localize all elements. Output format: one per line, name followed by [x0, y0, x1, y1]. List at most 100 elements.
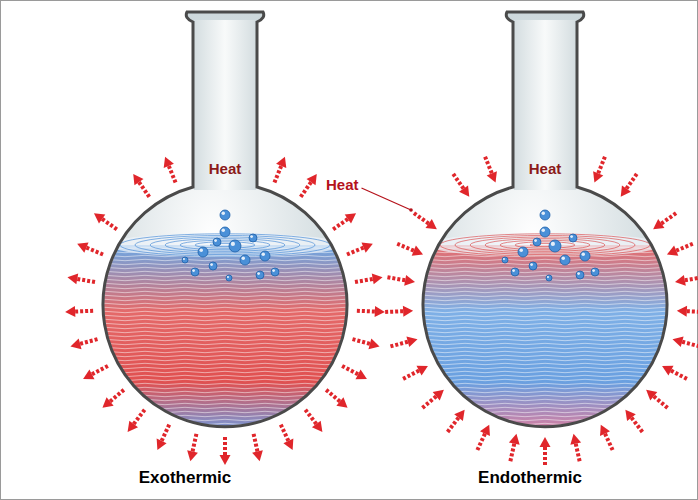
arrow-head	[454, 410, 464, 421]
bubble	[540, 210, 550, 220]
arrow-head	[673, 336, 684, 347]
arrow-shaft	[605, 434, 613, 450]
heat-arrow	[281, 425, 294, 450]
arrow-head	[102, 397, 113, 408]
heat-arrow	[485, 157, 497, 183]
arrow-shaft	[661, 213, 676, 223]
arrow-shaft	[193, 434, 197, 452]
arrow-shaft	[223, 437, 227, 455]
heat-arrow	[422, 390, 443, 408]
arrow-head	[312, 421, 322, 432]
arrow-head	[593, 171, 603, 182]
heat-arrow	[570, 434, 581, 461]
flask: HeatEndothermic	[415, 10, 675, 492]
arrow-head	[406, 336, 417, 347]
heat-arrow	[305, 410, 322, 432]
arrow-shaft	[326, 390, 340, 402]
heat-arrow	[128, 410, 145, 432]
bubble	[220, 227, 230, 237]
heat-arrow	[387, 275, 415, 286]
arrow-shaft	[274, 166, 281, 183]
bubble	[213, 238, 221, 246]
arrow-head	[83, 369, 94, 379]
heat-arrow	[448, 410, 465, 432]
heat-arrow	[220, 437, 231, 465]
arrow-shaft	[654, 396, 668, 408]
heat-arrow	[509, 434, 520, 461]
arrow-shaft	[403, 371, 419, 379]
arrow-shaft	[631, 418, 642, 432]
arrow-head	[128, 421, 138, 432]
arrow-head	[133, 174, 143, 185]
arrow-head	[662, 366, 673, 376]
heat-arrow	[133, 174, 149, 197]
arrow-shaft	[353, 339, 370, 344]
bubble	[529, 262, 537, 270]
arrow-head	[94, 213, 105, 223]
heat-arrow	[353, 339, 380, 350]
bubble	[191, 268, 199, 276]
arrow-head	[345, 213, 356, 223]
arrow-head	[600, 425, 610, 436]
heat-arrow	[342, 366, 367, 379]
arrow-head	[667, 246, 678, 256]
arrow-shaft	[110, 390, 124, 402]
heat-label: Heat	[209, 160, 242, 177]
arrow-head	[252, 450, 263, 461]
arrow-head	[404, 275, 415, 286]
heat-arrow	[70, 339, 97, 350]
arrow-shaft	[390, 342, 407, 347]
arrow-shaft	[543, 447, 547, 465]
arrow-shaft	[169, 166, 176, 183]
bubble	[229, 240, 241, 252]
bubble	[518, 247, 528, 257]
bubble	[540, 227, 550, 237]
heat-arrow	[646, 390, 667, 408]
arrow-shaft	[414, 213, 429, 223]
arrow-shaft	[422, 396, 436, 408]
arrow-shaft	[86, 248, 103, 255]
arrow-head	[77, 243, 88, 253]
heat-arrow	[326, 390, 347, 408]
bubble	[591, 268, 599, 276]
arrow-head	[677, 306, 687, 317]
heat-arrow	[157, 425, 170, 450]
bubble	[533, 238, 541, 246]
arrow-shaft	[685, 277, 698, 280]
arrow-shaft	[77, 279, 95, 282]
arrow-head	[372, 274, 383, 285]
arrow-shaft	[510, 444, 514, 462]
callout-label: Heat	[326, 176, 359, 193]
bubble	[511, 268, 519, 276]
flask: HeatExothermic	[95, 10, 355, 492]
arrow-head	[276, 157, 286, 168]
leader-dot	[409, 208, 413, 212]
arrow-head	[570, 434, 581, 445]
heat-arrow	[357, 306, 385, 317]
arrow-shaft	[485, 157, 492, 174]
leader-line	[362, 188, 411, 210]
heat-arrow	[67, 274, 95, 285]
heat-arrow	[385, 306, 413, 317]
flask-border	[423, 12, 667, 427]
arrow-head	[417, 366, 428, 376]
arrow-head	[375, 306, 385, 317]
bubble	[198, 247, 208, 257]
bubble	[546, 275, 552, 281]
arrow-shaft	[576, 444, 580, 462]
arrow-shaft	[676, 244, 693, 251]
arrow-shaft	[254, 434, 258, 452]
heat-arrow	[675, 275, 698, 286]
bubble	[271, 268, 279, 276]
bubble	[256, 271, 264, 279]
heat-arrow	[397, 244, 423, 256]
heat-arrow	[274, 157, 286, 183]
arrow-shaft	[357, 309, 375, 314]
heat-arrow	[600, 425, 613, 450]
bubble	[240, 255, 250, 265]
arrow-head	[403, 306, 413, 317]
arrow-shaft	[355, 279, 373, 282]
arrow-shaft	[134, 410, 145, 424]
